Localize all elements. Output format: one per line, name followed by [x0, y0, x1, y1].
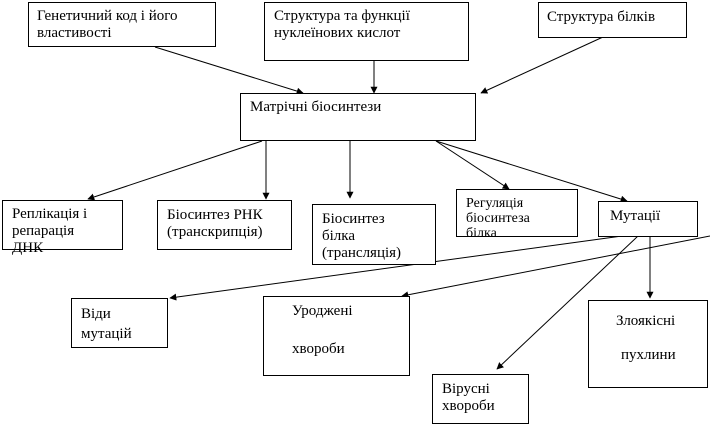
protein-biosynthesis-box: Біосинтез білка (трансляція)	[312, 204, 436, 265]
matrix-biosynthesis-box: Матрічні біосинтези	[240, 93, 476, 141]
congenital-diseases-label-line-2: хвороби	[292, 341, 345, 357]
congenital-diseases-label-line-1: Уроджені	[292, 303, 353, 319]
genetic-code-box: Генетичний код і його властивості	[28, 2, 216, 47]
regulation-label: Регуляція біосинтеза білка	[466, 196, 530, 241]
arrow-matrix-to-regulation	[435, 140, 510, 190]
arrow-mutations-to-viral-diseases	[496, 235, 639, 370]
viral-diseases-box: Вірусні хвороби	[432, 374, 529, 424]
mutation-types-box: Віди мутацій	[71, 298, 168, 348]
arrow-right-edge-to-congenital-diseases	[401, 235, 710, 299]
arrow-matrix-to-mutations	[435, 140, 628, 203]
replication-box: Реплікація і репарація ДНК	[2, 200, 123, 256]
protein-biosynthesis-label: Біосинтез білка (трансляція)	[322, 211, 402, 261]
malignant-tumors-label-line-1: Злоякісні	[616, 313, 676, 329]
mutations-box: Мутації	[598, 201, 698, 237]
replication-label: Реплікація і репарація ДНК	[12, 206, 88, 256]
rna-biosynthesis-label: Біосинтез РНК (транскрипція)	[167, 207, 263, 240]
congenital-diseases-box: Уроджені хвороби	[263, 296, 410, 376]
protein-structure-box: Структура білків	[538, 2, 687, 38]
mutation-types-label: Віди мутацій	[81, 306, 132, 342]
arrow-protein-structure-to-matrix	[480, 36, 604, 94]
arrow-genetic-code-to-matrix	[154, 46, 304, 95]
nucleic-acids-box: Структура та функції нуклеїнових кислот	[264, 2, 469, 61]
malignant-tumors-label-line-2: пухлини	[621, 347, 676, 363]
malignant-tumors-box: Злоякісні пухлини	[588, 300, 708, 388]
regulation-box: Регуляція біосинтеза білка	[456, 189, 578, 241]
viral-diseases-label: Вірусні хвороби	[442, 381, 495, 414]
matrix-biosynthesis-label: Матрічні біосинтези	[250, 99, 382, 115]
arrow-mutations-to-mutation-types	[169, 235, 623, 301]
rna-biosynthesis-box: Біосинтез РНК (транскрипція)	[157, 200, 292, 250]
mutations-label: Мутації	[610, 208, 661, 224]
protein-structure-label: Структура білків	[547, 9, 656, 25]
nucleic-acids-label: Структура та функції нуклеїнових кислот	[274, 8, 410, 41]
genetic-code-label: Генетичний код і його властивості	[37, 8, 178, 41]
arrow-matrix-to-replication	[87, 140, 263, 201]
